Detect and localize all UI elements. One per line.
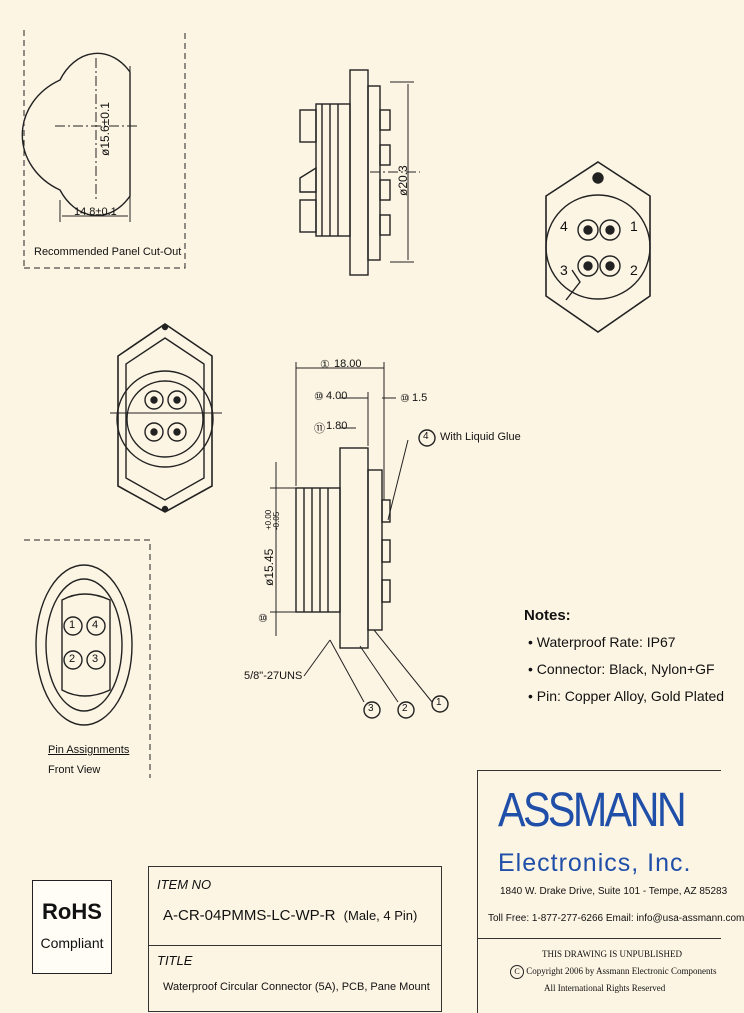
section-tol-minus: -0.05: [272, 511, 281, 530]
rear-pin-4: 4: [560, 218, 568, 234]
pin-assign-subcaption: Front View: [48, 764, 101, 776]
cutout-diameter-dim: ø15.6±0.1: [98, 102, 112, 156]
cutout-width-dim: 14.8±0.1: [74, 206, 117, 218]
pin-assign-3: 3: [92, 653, 99, 665]
rear-pin-2: 2: [630, 262, 638, 278]
title-block: ITEM NO A-CR-04PMMS-LC-WP-R (Male, 4 Pin…: [148, 866, 442, 1012]
note-item: • Waterproof Rate: IP67: [528, 634, 676, 650]
pin-assign-1: 1: [69, 619, 76, 631]
rear-view: [545, 161, 651, 333]
section-dim-b: 1.5: [412, 392, 428, 404]
notes: Notes: • Waterproof Rate: IP67 • Connect…: [524, 602, 724, 710]
item-no-label: ITEM NO: [157, 877, 212, 892]
callout-4: 4: [423, 431, 429, 442]
section-diameter-dim: ø15.45: [262, 548, 276, 586]
section-view: [270, 362, 449, 719]
rights-line: All International Rights Reserved: [544, 983, 666, 993]
pin-assign-4: 4: [92, 619, 99, 631]
item-no-suffix: (Male, 4 Pin): [343, 908, 418, 923]
section-dim-a: 4.00: [326, 390, 348, 402]
company-divider: [478, 938, 721, 939]
copyright-text: Copyright 2006 by Assmann Electronic Com…: [526, 966, 717, 976]
section-datum-2: ⑩: [314, 391, 324, 403]
title-label: TITLE: [157, 953, 193, 968]
section-datum-5: ⑩: [258, 613, 268, 625]
section-length-dim: 18.00: [334, 358, 362, 370]
copyright-line: C Copyright 2006 by Assmann Electronic C…: [510, 965, 717, 979]
thread-spec: 5/8"-27UNS: [244, 670, 303, 682]
pin-assign-2: 2: [69, 653, 76, 665]
section-datum-4: ⑪: [314, 423, 325, 435]
rohs-subtitle: Compliant: [40, 935, 104, 951]
notes-heading: Notes:: [524, 607, 571, 624]
company-contact: Toll Free: 1-877-277-6266 Email: info@us…: [488, 913, 744, 924]
pin-assignments-view: [24, 539, 151, 778]
technical-drawing: [21, 30, 651, 778]
cutout-caption: Recommended Panel Cut-Out: [34, 246, 182, 258]
pin-assign-caption: Pin Assignments: [48, 744, 130, 756]
item-no-value: A-CR-04PMMS-LC-WP-R: [163, 907, 336, 924]
company-address: 1840 W. Drake Drive, Suite 101 - Tempe, …: [500, 886, 728, 897]
panel-cutout-view: [21, 30, 186, 269]
side-view: [299, 69, 420, 276]
section-dim-c: 1.80: [326, 420, 348, 432]
side-diameter-dim: ø20.3: [396, 165, 410, 196]
note-item: • Pin: Copper Alloy, Gold Plated: [528, 688, 725, 704]
rear-pin-1: 1: [630, 218, 638, 234]
company-block: ASSMANN Electronics, Inc. 1840 W. Drake …: [477, 770, 744, 1013]
rohs-badge: RoHS Compliant: [32, 880, 112, 974]
title-block-divider: [149, 945, 441, 946]
company-name: ASSMANN: [498, 784, 687, 837]
item-no: A-CR-04PMMS-LC-WP-R (Male, 4 Pin): [163, 907, 417, 924]
section-datum-3: ⑩: [400, 393, 410, 405]
rohs-title: RoHS: [42, 899, 102, 924]
front-view: [110, 323, 222, 513]
drawing-notice: THIS DRAWING IS UNPUBLISHED: [542, 949, 683, 959]
title-value: Waterproof Circular Connector (5A), PCB,…: [163, 981, 430, 993]
note-item: • Connector: Black, Nylon+GF: [528, 661, 715, 677]
callout-3: 3: [368, 703, 374, 714]
rear-pin-3: 3: [560, 262, 568, 278]
callout-4-label: With Liquid Glue: [440, 431, 521, 443]
company-subname: Electronics, Inc.: [498, 849, 692, 877]
callout-1: 1: [436, 697, 442, 708]
copyright-icon: C: [510, 965, 524, 979]
section-datum-1: ①: [320, 359, 330, 371]
callout-2: 2: [402, 703, 408, 714]
